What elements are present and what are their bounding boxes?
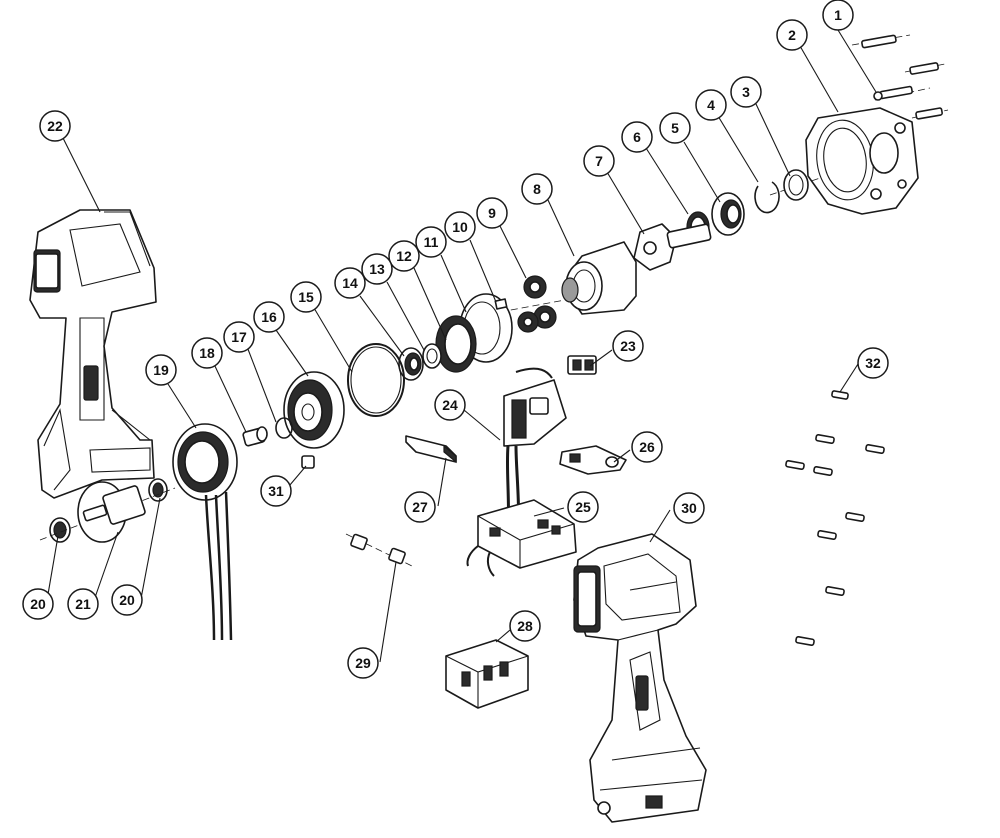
svg-text:21: 21	[75, 596, 91, 612]
svg-text:14: 14	[342, 275, 358, 291]
svg-text:32: 32	[865, 355, 881, 371]
callout-29: 29	[347, 647, 379, 679]
part-30-right-housing	[573, 533, 707, 823]
svg-text:27: 27	[412, 499, 428, 515]
part-21-rotor	[39, 481, 176, 543]
svg-text:19: 19	[153, 362, 169, 378]
callout-28: 28	[509, 610, 541, 642]
callout-3: 3	[730, 76, 762, 108]
part-23-contact	[567, 355, 597, 375]
part-14-bearing	[398, 347, 424, 381]
callout-19: 19	[145, 354, 177, 386]
callout-27: 27	[404, 491, 436, 523]
svg-text:26: 26	[639, 439, 655, 455]
svg-text:20: 20	[119, 592, 135, 608]
callout-7: 7	[583, 145, 615, 177]
part-19-stator	[172, 423, 238, 641]
svg-text:10: 10	[452, 219, 468, 235]
svg-text:4: 4	[707, 97, 715, 113]
svg-text:29: 29	[355, 655, 371, 671]
callout-20-left: 20	[22, 588, 54, 620]
svg-text:5: 5	[671, 120, 679, 136]
part-20-bearings	[49, 478, 168, 543]
svg-text:24: 24	[442, 397, 458, 413]
svg-text:23: 23	[620, 338, 636, 354]
svg-text:18: 18	[199, 345, 215, 361]
part-29-magnets	[345, 533, 413, 567]
svg-text:13: 13	[369, 261, 385, 277]
svg-text:20: 20	[30, 596, 46, 612]
callout-26: 26	[631, 431, 663, 463]
callout-32: 32	[857, 347, 889, 379]
part-25-control-board	[466, 499, 577, 577]
callouts: 1 2 3 4 5 6 7 8 9 10 11 12 13 14 15 16 1…	[22, 0, 889, 679]
callout-4: 4	[695, 89, 727, 121]
svg-text:17: 17	[231, 329, 247, 345]
part-27-pad	[405, 435, 457, 464]
svg-text:12: 12	[396, 248, 412, 264]
part-13-washer	[422, 343, 442, 369]
callout-22: 22	[39, 110, 71, 142]
part-8-planet-carrier	[561, 241, 637, 315]
part-32-screws	[785, 390, 885, 647]
callout-5: 5	[659, 112, 691, 144]
callout-30: 30	[673, 492, 705, 524]
callout-9: 9	[476, 197, 508, 229]
part-2-gear-housing	[769, 107, 919, 215]
callout-23: 23	[612, 330, 644, 362]
svg-text:30: 30	[681, 500, 697, 516]
callout-12: 12	[388, 240, 420, 272]
callout-16: 16	[253, 301, 285, 333]
part-28-terminal-block	[445, 639, 529, 709]
svg-text:3: 3	[742, 84, 750, 100]
part-15-o-ring	[347, 343, 405, 417]
callout-20-right: 20	[111, 584, 143, 616]
leader-lines	[45, 29, 877, 663]
callout-11: 11	[415, 226, 447, 258]
part-12-internal-gear	[435, 315, 477, 373]
callout-15: 15	[290, 281, 322, 313]
part-4-circlip	[754, 181, 780, 214]
svg-text:9: 9	[488, 205, 496, 221]
svg-text:15: 15	[298, 289, 314, 305]
part-24-trigger-switch	[503, 367, 567, 541]
part-26-switch-lever	[559, 445, 627, 475]
part-31-cap	[301, 455, 315, 469]
part-16-motor-plate	[283, 371, 345, 449]
callout-31: 31	[260, 475, 292, 507]
part-9-planet-gears	[499, 275, 566, 333]
callout-17: 17	[223, 321, 255, 353]
callout-10: 10	[444, 211, 476, 243]
svg-text:11: 11	[424, 234, 439, 250]
callout-18: 18	[191, 337, 223, 369]
svg-text:22: 22	[47, 118, 63, 134]
part-22-left-housing	[29, 209, 157, 499]
callout-8: 8	[521, 173, 553, 205]
part-7-spindle	[633, 223, 712, 271]
callout-6: 6	[621, 121, 653, 153]
svg-text:8: 8	[533, 181, 541, 197]
callout-13: 13	[361, 253, 393, 285]
svg-text:7: 7	[595, 153, 603, 169]
callout-2: 2	[776, 19, 808, 51]
part-17-o-ring	[275, 417, 293, 439]
svg-text:28: 28	[517, 618, 533, 634]
svg-text:1: 1	[834, 7, 842, 23]
svg-text:25: 25	[575, 499, 591, 515]
svg-text:6: 6	[633, 129, 641, 145]
part-3-ring	[783, 169, 809, 201]
part-5-bearing	[711, 192, 745, 236]
svg-text:31: 31	[268, 483, 284, 499]
callout-21: 21	[67, 588, 99, 620]
callout-24: 24	[434, 389, 466, 421]
callout-25: 25	[567, 491, 599, 523]
callout-14: 14	[334, 267, 366, 299]
part-18-bushing	[242, 426, 268, 447]
svg-text:16: 16	[261, 309, 277, 325]
svg-text:2: 2	[788, 27, 796, 43]
part-1-screws	[851, 34, 949, 120]
callout-1: 1	[822, 0, 854, 31]
